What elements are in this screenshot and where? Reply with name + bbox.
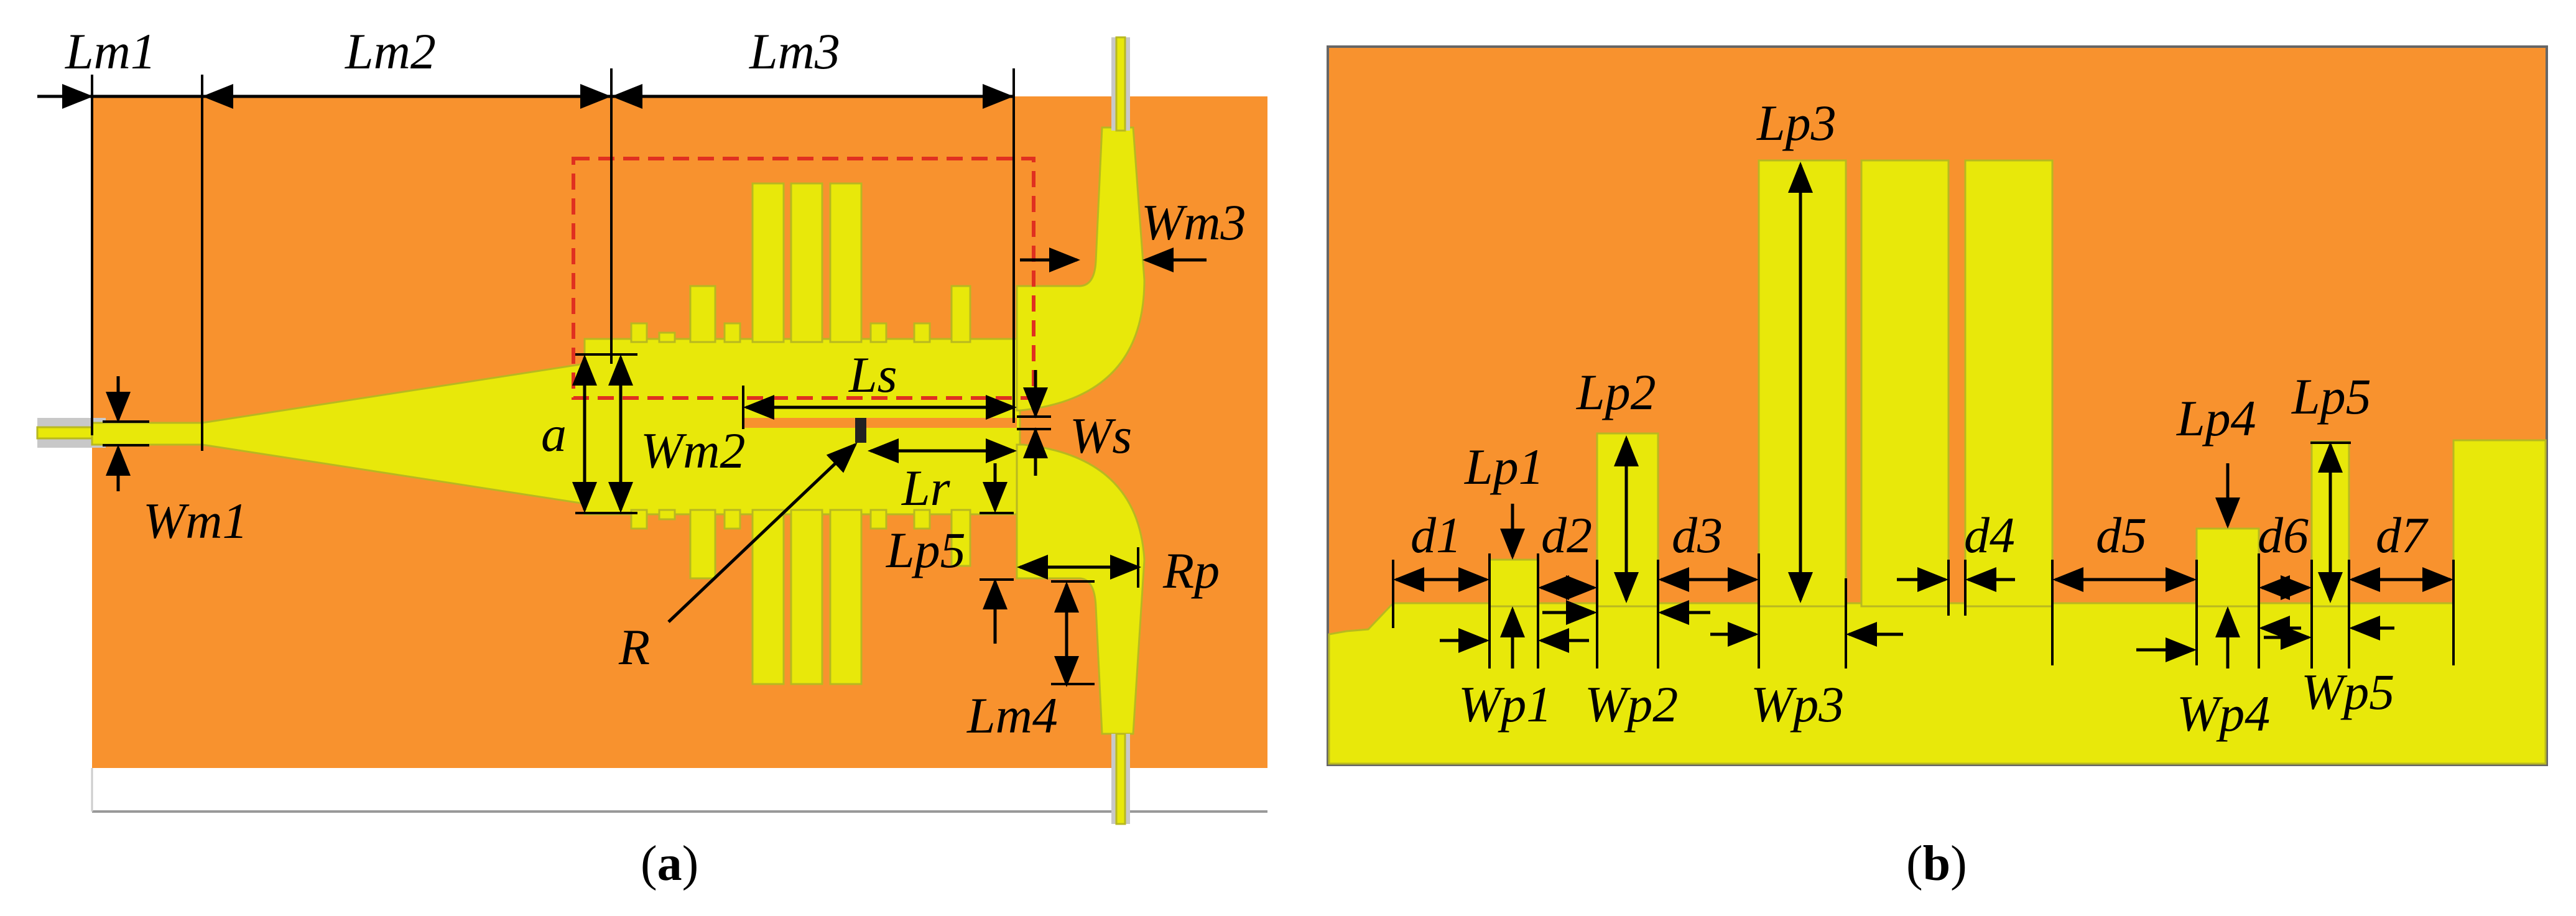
label-Lp4: Lp4 (2176, 390, 2256, 446)
stub-p1 (1488, 558, 1539, 608)
label-d6: d6 (2258, 507, 2309, 563)
label-Wp3: Wp3 (1751, 676, 1844, 733)
label-Wp5: Wp5 (2301, 664, 2394, 720)
stub (950, 509, 971, 567)
panel-b-frame (1327, 45, 2548, 766)
label-Wm1: Wm1 (143, 493, 248, 549)
label-Ls: Ls (848, 346, 897, 403)
isolation-resistor (855, 418, 866, 443)
stub-p3c (1964, 159, 2054, 608)
stub (913, 509, 931, 530)
stub (790, 182, 823, 343)
label-Lm2: Lm2 (345, 23, 436, 80)
stub (723, 322, 741, 343)
label-Wp4: Wp4 (2177, 685, 2270, 742)
label-Lr: Lr (901, 460, 951, 516)
label-Lm1: Lm1 (65, 23, 156, 80)
label-d5: d5 (2096, 507, 2147, 563)
label-a: a (541, 405, 567, 462)
slot-line (743, 418, 1017, 428)
label-Lp5-a: Lp5 (886, 522, 966, 578)
stub (829, 182, 863, 343)
stub-p3 (1758, 159, 1847, 608)
label-Lm4: Lm4 (966, 687, 1058, 744)
label-d1: d1 (1411, 507, 1462, 563)
stub (829, 509, 863, 685)
stub (913, 322, 931, 343)
stub (689, 509, 716, 580)
label-Ws: Ws (1070, 407, 1132, 464)
label-Wm2: Wm2 (641, 422, 746, 479)
label-d2: d2 (1541, 507, 1592, 563)
label-Wp1: Wp1 (1458, 676, 1552, 733)
stub (790, 509, 823, 685)
label-d4: d4 (1964, 507, 2015, 563)
label-R: R (618, 619, 650, 675)
label-d7: d7 (2376, 507, 2429, 563)
label-Lp3: Lp3 (1756, 95, 1837, 151)
stub (869, 322, 887, 343)
caption-a: (a) (641, 836, 698, 891)
stub (869, 509, 887, 530)
top-stubs (630, 182, 971, 343)
label-Lp5-b: Lp5 (2291, 368, 2371, 425)
main-line-base (1328, 439, 2547, 765)
stub (658, 509, 676, 520)
stub (950, 285, 971, 343)
upper-output-arm (1016, 126, 1146, 412)
resistor-pointer (667, 442, 858, 623)
bottom-stubs (630, 509, 971, 685)
label-Wp2: Wp2 (1585, 676, 1678, 733)
label-Lp2: Lp2 (1576, 364, 1656, 420)
output-port-bottom-core (1115, 733, 1126, 825)
label-Lp1: Lp1 (1464, 438, 1544, 495)
stub (658, 331, 676, 343)
stub-p4 (2195, 527, 2260, 608)
stub (630, 322, 648, 343)
caption-b: (b) (1906, 836, 1967, 891)
stub-p3b (1860, 159, 1950, 608)
output-port-top-core (1115, 36, 1126, 132)
label-Rp: Rp (1162, 542, 1220, 599)
label-Lm3: Lm3 (749, 23, 840, 80)
label-d3: d3 (1672, 507, 1723, 563)
label-Wm3: Wm3 (1141, 194, 1246, 251)
panel-a: Lm1 Lm2 Lm3 Wm3 Ls a Wm2 Ws Lr Wm1 Lp5 R… (36, 23, 1267, 891)
stub (689, 285, 716, 343)
stub (723, 509, 741, 530)
stub (751, 182, 785, 343)
panel-b: Lp3 Lp2 Lp1 Lp4 Lp5 d1 d2 d3 d4 d5 d6 d7… (1327, 45, 2548, 891)
